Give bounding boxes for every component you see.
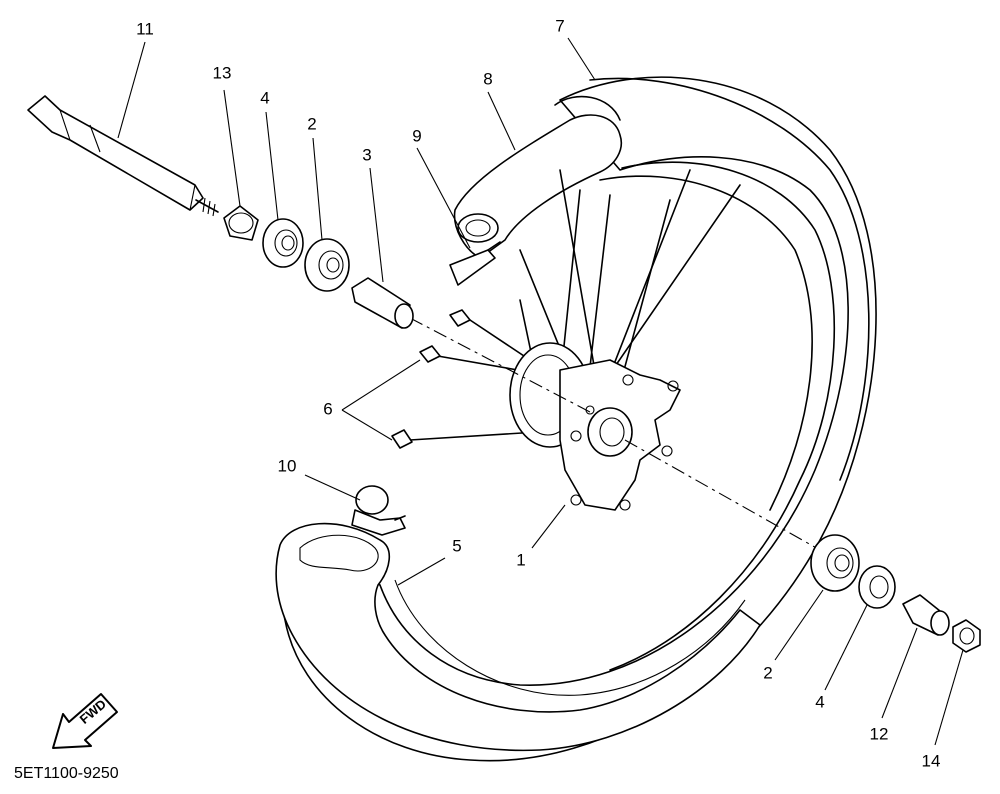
callout-4-right: 4 <box>815 692 825 712</box>
drawing-code: 5ET1100-9250 <box>14 765 119 782</box>
callout-4-left: 4 <box>260 88 270 108</box>
callout-8: 8 <box>483 69 493 89</box>
bearing-left <box>304 238 350 292</box>
callout-10: 10 <box>277 456 297 476</box>
callout-14: 14 <box>921 751 941 771</box>
axle-nut <box>952 619 981 653</box>
spoke-nipples <box>391 309 471 449</box>
callout-2-right: 2 <box>763 663 773 683</box>
valve-cap <box>351 485 406 536</box>
callout-2-left: 2 <box>307 114 317 134</box>
hub <box>509 342 681 511</box>
oil-seal-right <box>858 565 896 609</box>
callout-7: 7 <box>555 16 565 36</box>
collar-right <box>902 594 950 636</box>
oil-seal-left <box>262 218 304 268</box>
rim-band-section <box>453 95 622 259</box>
callout-6: 6 <box>323 399 333 419</box>
leader-lines <box>117 37 964 746</box>
axle-centerline <box>409 317 821 551</box>
fwd-arrow-icon <box>52 693 118 749</box>
callout-5: 5 <box>452 536 462 556</box>
inner-tube <box>275 522 761 752</box>
callout-1: 1 <box>516 550 526 570</box>
rim-lock <box>449 241 501 286</box>
axle <box>27 95 219 217</box>
spacer <box>351 277 414 329</box>
callout-9: 9 <box>412 126 422 146</box>
callout-12: 12 <box>869 724 889 744</box>
callout-13: 13 <box>212 63 232 83</box>
bearing-right <box>810 534 860 592</box>
callout-11: 11 <box>136 19 154 39</box>
collar-left <box>223 205 259 241</box>
callout-3: 3 <box>362 145 372 165</box>
